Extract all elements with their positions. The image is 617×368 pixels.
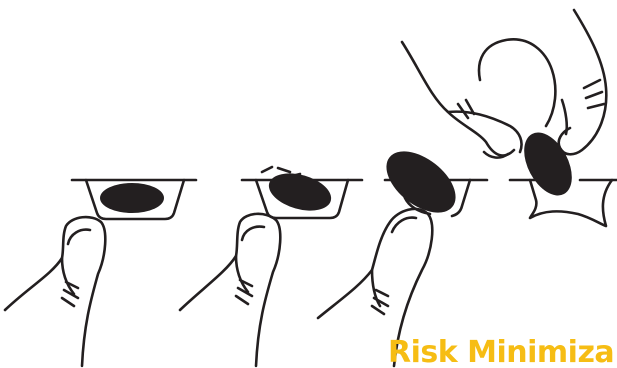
thumb-icon <box>5 217 105 366</box>
page-title: Risk Minimiza <box>388 335 614 368</box>
thumb-icon <box>180 214 280 366</box>
fingers-icon <box>402 10 606 158</box>
step-3-tablet-emerges <box>318 139 487 366</box>
tablet-icon <box>100 183 164 213</box>
step-2-foil-breaks <box>180 167 362 366</box>
tablet-icon <box>514 125 581 204</box>
step-1-thumb-presses-blister <box>5 180 196 366</box>
